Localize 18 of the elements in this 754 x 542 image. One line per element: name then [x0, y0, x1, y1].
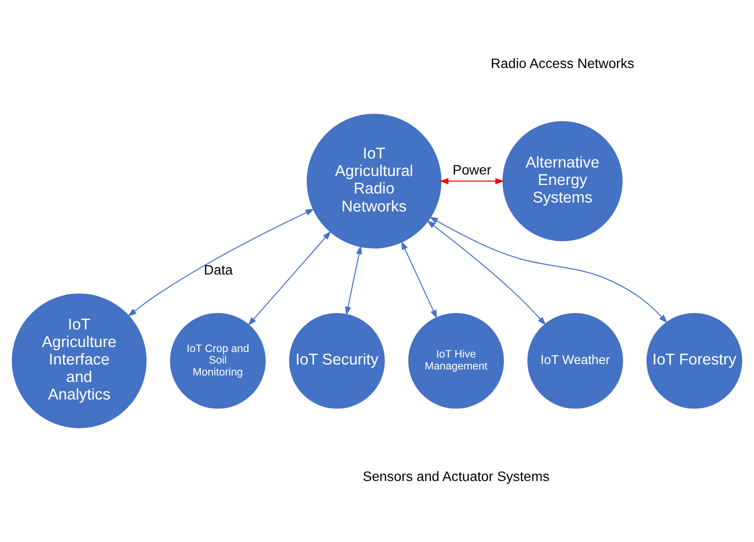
node-circle: Alternative Energy Systems: [502, 121, 623, 242]
arrow: [248, 231, 332, 326]
arrow: [344, 245, 362, 316]
edge-label: Power: [452, 162, 492, 178]
arrow: [426, 220, 546, 326]
label: Sensors and Actuator Systems: [362, 469, 550, 484]
label: Radio Access Networks: [490, 56, 634, 72]
node-circle: IoT Security: [289, 312, 385, 409]
arrow: [440, 178, 504, 184]
node-circle: IoT Hive Management: [408, 312, 504, 409]
arrow: [429, 216, 668, 324]
node-circle: IoT Agricultural Radio Networks: [306, 114, 442, 249]
arrow: [128, 208, 314, 317]
edge-label: Data: [204, 262, 233, 278]
node-circle: IoT Crop and Soil Monitoring: [170, 312, 266, 409]
arrow: [401, 240, 438, 319]
node-circle: IoT Agriculture Interface and Analytics: [12, 293, 147, 428]
node-circle: IoT Weather: [527, 312, 624, 409]
